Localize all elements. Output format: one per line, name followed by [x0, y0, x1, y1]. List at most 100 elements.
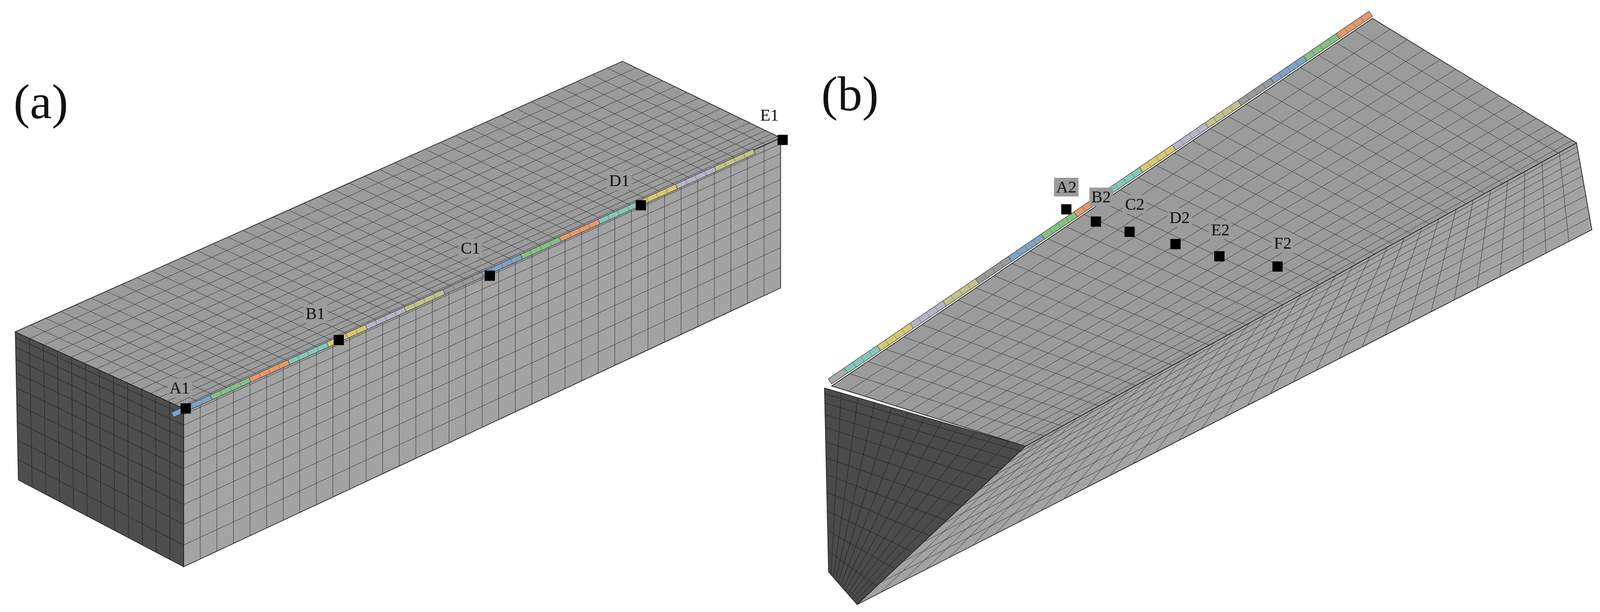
mesh-line — [108, 103, 710, 374]
mesh-line — [921, 324, 1118, 396]
mesh-line — [413, 302, 416, 308]
mesh-line — [1453, 199, 1474, 301]
mesh-line — [1156, 165, 1357, 265]
weld-segment — [326, 324, 368, 347]
mesh-line — [895, 59, 1441, 406]
mesh-line — [1320, 44, 1324, 50]
groove-strip — [171, 149, 755, 418]
mesh-line — [229, 385, 232, 391]
monitor-point — [1170, 238, 1181, 249]
weld-segment — [365, 307, 406, 330]
mesh-line — [1300, 67, 1504, 184]
monitor-point — [1061, 204, 1072, 215]
face-fill — [15, 61, 781, 408]
mesh-line — [299, 355, 301, 513]
mesh-line — [975, 287, 1173, 366]
weld-segment — [1237, 78, 1275, 106]
mesh-line — [825, 427, 990, 480]
mesh-line — [910, 69, 1456, 411]
mesh-line — [617, 210, 620, 216]
weld-segment — [248, 359, 290, 382]
weld-segment — [910, 300, 947, 329]
mesh-line — [665, 188, 668, 193]
mesh-line — [1138, 177, 1338, 275]
mesh-line — [374, 320, 377, 325]
mesh-line — [243, 230, 408, 308]
weld-segment — [403, 289, 445, 312]
mesh-line — [861, 356, 865, 362]
mesh-line — [704, 170, 707, 176]
mesh-line — [867, 361, 1063, 426]
mesh-line — [415, 303, 417, 459]
mesh-line — [959, 289, 963, 295]
mesh-line — [938, 87, 1486, 419]
mesh-line — [1057, 222, 1061, 228]
weld-path — [828, 11, 1373, 384]
mesh-line — [1327, 38, 1332, 44]
mesh-line — [848, 29, 1390, 391]
mesh-line — [656, 192, 659, 198]
mesh-line — [549, 241, 552, 246]
mesh-line — [16, 403, 184, 486]
mesh-line — [61, 311, 229, 389]
mesh-face — [831, 18, 1577, 446]
mesh-line — [976, 111, 1526, 431]
weld-segment — [1172, 122, 1209, 151]
mesh-line — [349, 183, 513, 260]
mesh-line — [763, 145, 765, 296]
mesh-line — [481, 273, 483, 428]
mesh-line — [366, 325, 367, 482]
weld-segment — [210, 377, 251, 400]
mesh-line — [43, 74, 649, 345]
mesh-line — [733, 157, 736, 163]
mesh-line — [564, 235, 566, 389]
point-label: B2 — [1089, 187, 1113, 207]
mesh-line — [315, 347, 317, 505]
mesh-line — [1155, 155, 1160, 161]
mesh-line — [159, 126, 758, 398]
mesh-line — [743, 153, 746, 158]
mesh-line — [957, 300, 1155, 376]
mesh-line — [1047, 238, 1246, 325]
mesh-line — [167, 264, 334, 341]
mesh-line — [1120, 189, 1320, 285]
mesh-line — [1016, 250, 1020, 256]
mesh-line — [893, 334, 897, 339]
weld-segment — [1204, 100, 1242, 128]
mesh-line — [227, 237, 393, 314]
mesh-line — [349, 333, 350, 490]
mesh-line — [926, 311, 930, 317]
mesh-line — [1352, 22, 1356, 28]
mesh-line — [182, 257, 348, 335]
mesh-line — [747, 153, 748, 304]
mesh-line — [288, 210, 453, 287]
mesh-line — [155, 395, 156, 553]
mesh-line — [57, 350, 61, 502]
mesh-line — [297, 355, 300, 360]
mesh-line — [529, 249, 532, 255]
mesh-line — [1221, 111, 1226, 117]
mesh-line — [510, 258, 513, 264]
mesh-line — [394, 162, 557, 240]
mesh-line — [1541, 161, 1546, 253]
panel-label: (b) — [819, 68, 881, 120]
mesh-line — [1311, 50, 1316, 56]
mesh-line — [1123, 178, 1127, 184]
mesh-line — [826, 492, 930, 536]
mesh-line — [826, 474, 947, 521]
mesh-line — [825, 441, 977, 493]
mesh-line — [121, 284, 289, 362]
mesh-line — [17, 459, 184, 545]
mesh-line — [1344, 28, 1349, 33]
mesh-line — [1229, 105, 1233, 111]
mesh-line — [334, 189, 497, 267]
mesh-line — [1213, 117, 1217, 123]
monitor-point — [180, 402, 191, 414]
mesh-line — [200, 399, 203, 404]
mesh-line — [1131, 172, 1135, 178]
mesh-line — [409, 155, 572, 233]
mesh-line — [423, 298, 426, 303]
mesh-line — [448, 287, 450, 443]
mesh-line — [152, 270, 319, 348]
